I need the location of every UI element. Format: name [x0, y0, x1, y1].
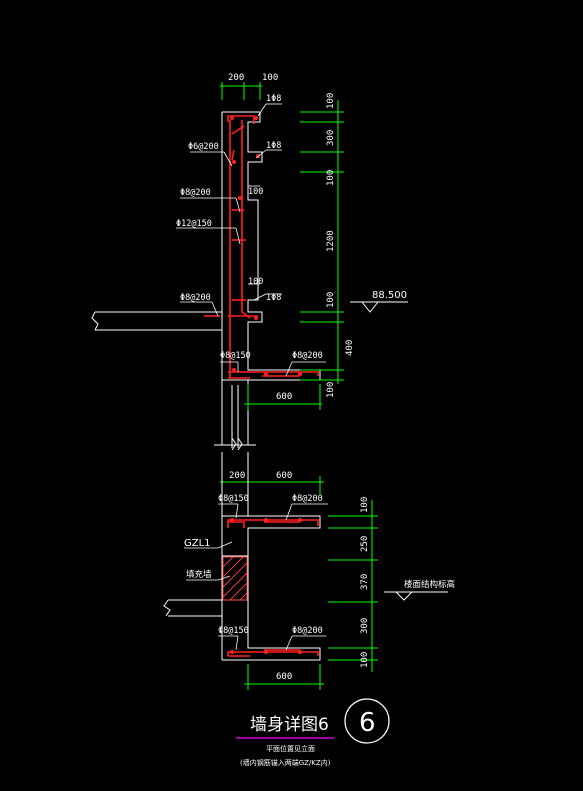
lower-label-column: GZL1 [184, 538, 211, 549]
lower-bottom-dim: 600 [276, 672, 292, 682]
upper-label-ledge-100-a: 100 [248, 187, 263, 197]
upper-dim-100: 100 [262, 73, 278, 83]
upper-wall-outline [91, 111, 321, 451]
detail-subtitle-2: (墙内钢筋锚入两端GZ/KZ内) [240, 758, 331, 767]
lower-bottom-dimension [244, 664, 324, 690]
upper-detail: 200 100 [91, 73, 408, 451]
lower-rebar [227, 519, 319, 657]
lower-dim-200: 200 [229, 471, 245, 481]
upper-rdim-1: 100 [326, 93, 336, 109]
lower-label-tie-left-bottom: Φ8@150 [218, 626, 249, 636]
upper-rebar [204, 115, 319, 379]
lower-leaders [184, 503, 328, 651]
upper-rdim-5: 100 [326, 292, 336, 308]
upper-rebar-dots [230, 116, 302, 376]
upper-bottom-dim: 600 [276, 392, 292, 402]
upper-top-dimension [220, 82, 262, 100]
upper-elevation-marker [350, 301, 408, 313]
upper-label-bar-low: 1Φ8 [266, 293, 281, 303]
infill-hatch [222, 556, 248, 601]
lower-rdim-1: 100 [360, 497, 370, 513]
upper-label-bar-mid: 1Φ8 [266, 141, 281, 151]
upper-elevation: 88.500 [372, 290, 407, 301]
upper-rdim-7: 100 [326, 382, 336, 398]
upper-label-bar-top: 1Φ8 [266, 94, 281, 104]
lower-label-infill: 填充墙 [186, 569, 212, 580]
title-block: 墙身详图6 平面位置见立面 (墙内钢筋锚入两端GZ/KZ内) 6 [236, 698, 390, 767]
detail-number-circle [344, 698, 390, 744]
lower-rdim-3: 370 [360, 574, 370, 590]
upper-rdim-2: 300 [326, 130, 336, 146]
detail-subtitle-1: 平面位置见立面 [266, 744, 315, 753]
upper-leaders [176, 103, 326, 377]
upper-rdim-6: 400 [345, 340, 355, 356]
lower-dim-600: 600 [276, 471, 292, 481]
lower-right-dimension [328, 500, 378, 672]
lower-elevation-note: 楼面结构标高 [404, 579, 455, 590]
upper-label-tie-right: Φ8@200 [292, 351, 323, 361]
upper-label-vertical: Φ12@150 [176, 219, 212, 229]
upper-right-dimension [300, 100, 344, 384]
detail-number: 6 [359, 708, 376, 738]
upper-label-stirrup-b: Φ8@200 [180, 188, 211, 198]
upper-bottom-dimension [244, 384, 322, 410]
lower-elevation-marker [384, 591, 448, 601]
lower-rebar-dots [230, 518, 302, 654]
lower-label-tie-right-bottom: Φ8@200 [292, 626, 323, 636]
lower-label-tie-right-top: Φ8@200 [292, 494, 323, 504]
lower-rdim-5: 100 [360, 652, 370, 668]
lower-rdim-2: 250 [360, 536, 370, 552]
upper-rdim-3: 100 [326, 170, 336, 186]
upper-rdim-4: 1200 [326, 230, 336, 252]
upper-label-stirrup-a: Φ6@200 [188, 142, 219, 152]
upper-label-tie-left: Φ8@150 [220, 351, 251, 361]
detail-title: 墙身详图6 [250, 715, 329, 735]
upper-label-ledge-100-b: 100 [248, 277, 263, 287]
lower-rdim-4: 300 [360, 618, 370, 634]
lower-detail: 200 600 [163, 452, 455, 690]
upper-label-stirrup-c: Φ8@200 [180, 293, 211, 303]
upper-dim-200: 200 [228, 73, 244, 83]
lower-label-tie-left-top: Φ8@150 [218, 494, 249, 504]
